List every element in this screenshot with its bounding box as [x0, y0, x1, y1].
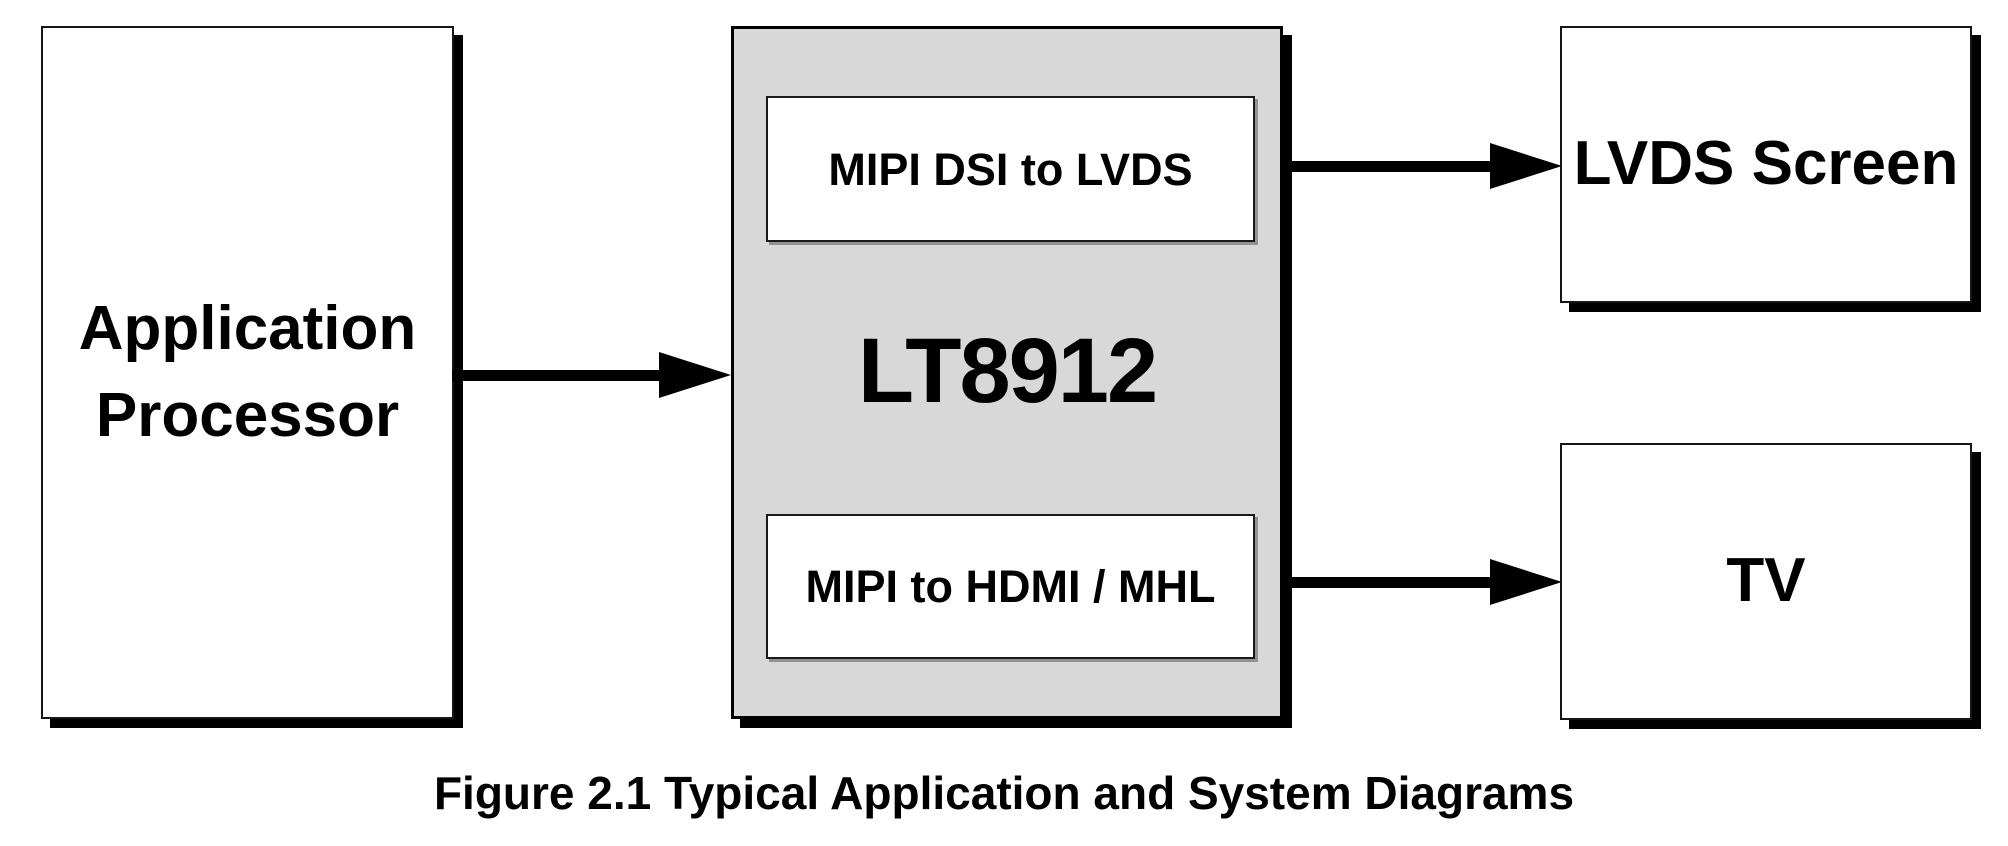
application-processor-label: Application Processor	[78, 293, 417, 450]
lt8912-chip-block: MIPI DSI to LVDS LT8912 MIPI to HDMI / M…	[731, 26, 1283, 719]
arrow-head-icon	[1490, 143, 1562, 189]
arrow-head-icon	[659, 352, 731, 398]
arrow-shaft	[1284, 576, 1500, 588]
arrow-chip-to-lvds-screen	[1284, 143, 1562, 189]
tv-label: TV	[1726, 546, 1806, 616]
arrow-processor-to-chip	[452, 352, 731, 398]
function-block-mipi-to-hdmi-mhl: MIPI to HDMI / MHL	[766, 514, 1255, 659]
arrow-shaft	[1284, 160, 1500, 172]
tv-block: TV	[1560, 443, 1972, 720]
function-block-mipi-dsi-to-lvds: MIPI DSI to LVDS	[766, 96, 1255, 242]
arrow-chip-to-tv	[1284, 559, 1562, 605]
chip-name-label: LT8912	[857, 320, 1158, 422]
arrow-head-icon	[1490, 559, 1562, 605]
function-label-mipi-to-hdmi-mhl: MIPI to HDMI / MHL	[805, 561, 1216, 612]
application-processor-block: Application Processor	[41, 26, 454, 719]
function-label-mipi-dsi-to-lvds: MIPI DSI to LVDS	[828, 143, 1193, 195]
figure-caption: Figure 2.1 Typical Application and Syste…	[433, 767, 1575, 819]
lvds-screen-label: LVDS Screen	[1573, 129, 1959, 199]
lvds-screen-block: LVDS Screen	[1560, 26, 1972, 303]
arrow-shaft	[452, 369, 669, 381]
